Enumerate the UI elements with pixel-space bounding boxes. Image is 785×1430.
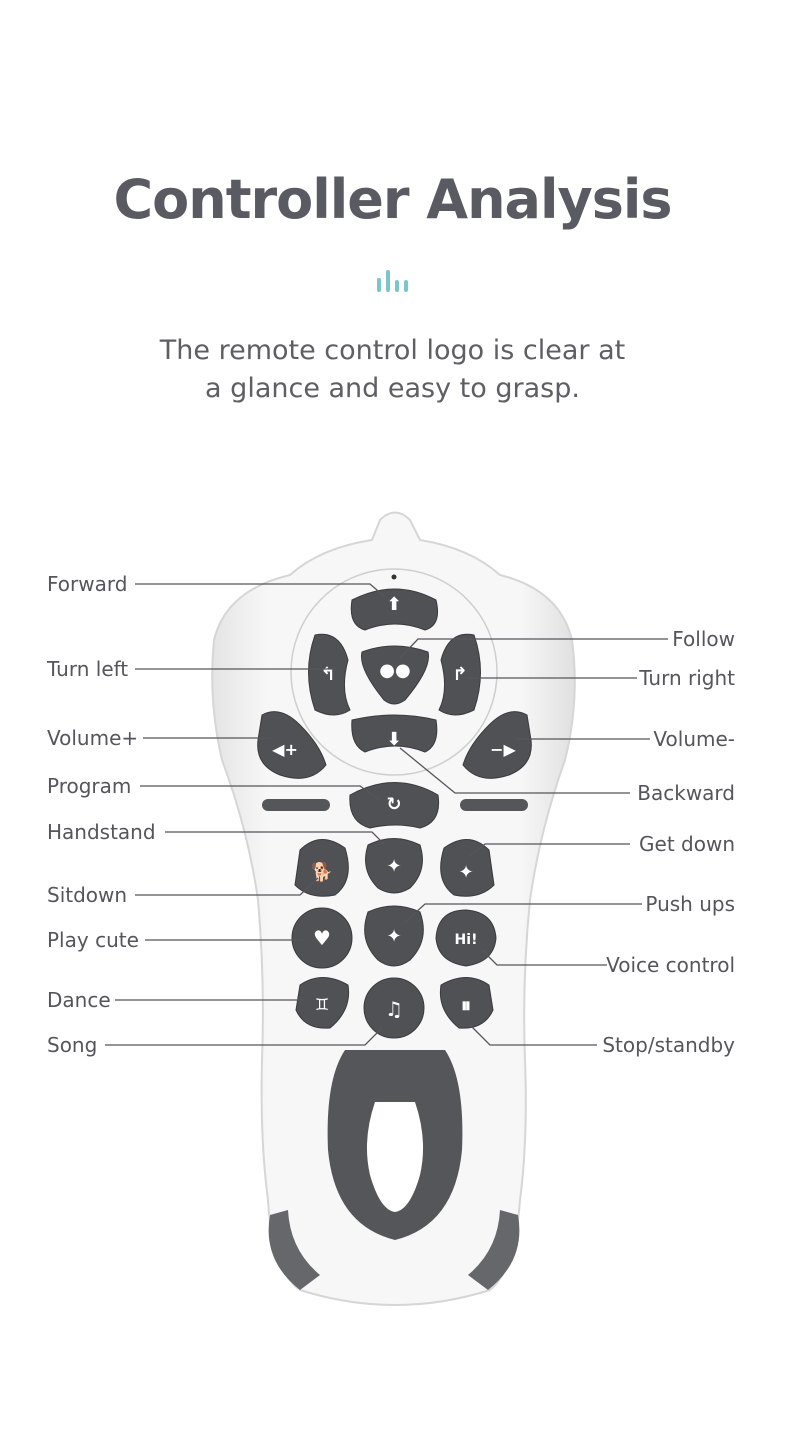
subtitle-line-2: a glance and easy to grasp.	[205, 373, 580, 404]
handstand-icon: ✦	[386, 856, 401, 877]
forward-button[interactable]	[350, 588, 439, 631]
dance-button[interactable]	[295, 977, 350, 1029]
label-song: Song	[47, 1033, 98, 1057]
label-get-down: Get down	[639, 832, 735, 856]
page-title: Controller Analysis	[113, 168, 673, 231]
turn-left-icon: ↰	[320, 664, 335, 685]
play-cute-button[interactable]	[291, 907, 353, 969]
heart-icon: ♥	[313, 926, 331, 950]
sitdown-icon: 🐕	[311, 861, 333, 883]
label-volume-up: Volume+	[47, 726, 139, 750]
right-slot	[460, 799, 528, 811]
backward-button[interactable]	[351, 714, 438, 753]
label-turn-right: Turn right	[639, 666, 735, 690]
label-backward: Backward	[637, 781, 735, 805]
voice-icon: Hi!	[455, 932, 478, 948]
leader-lines	[105, 583, 668, 1046]
left-slot	[262, 799, 330, 811]
label-push-ups: Push ups	[645, 892, 735, 916]
voice-control-button[interactable]	[435, 909, 497, 967]
get-down-button[interactable]	[440, 839, 495, 897]
arrow-down-icon: ⬇	[386, 729, 401, 750]
label-voice-control: Voice control	[606, 953, 735, 977]
label-handstand: Handstand	[47, 820, 156, 844]
label-stop-standby: Stop/standby	[602, 1033, 735, 1057]
label-follow: Follow	[672, 627, 735, 651]
follow-icon: ●●	[379, 660, 410, 681]
label-play-cute: Play cute	[47, 928, 139, 952]
label-turn-left: Turn left	[47, 657, 129, 681]
push-ups-icon: ✦	[386, 926, 401, 947]
volume-up-icon: ◀+	[272, 740, 298, 759]
volume-down-icon: −▶	[490, 740, 516, 759]
handstand-button[interactable]	[365, 838, 423, 894]
label-forward: Forward	[47, 572, 128, 596]
get-down-icon: ✦	[458, 862, 473, 883]
arrow-up-icon: ⬆	[386, 594, 401, 615]
program-icon: ↻	[386, 794, 401, 815]
turn-right-icon: ↱	[452, 664, 467, 685]
volume-down-button[interactable]	[462, 711, 532, 779]
turn-right-button[interactable]	[438, 633, 481, 716]
turn-left-button[interactable]	[308, 633, 351, 716]
stop-standby-button[interactable]	[439, 977, 494, 1029]
subtitle-line-1: The remote control logo is clear at	[159, 335, 626, 366]
sitdown-button[interactable]	[294, 839, 349, 897]
sound-bars-icon	[377, 268, 411, 292]
subtitle: The remote control logo is clear at a gl…	[0, 332, 785, 408]
label-volume-down: Volume-	[653, 727, 735, 751]
label-program: Program	[47, 774, 132, 798]
label-dance: Dance	[47, 988, 111, 1012]
music-note-icon: ♫	[385, 997, 403, 1021]
song-button[interactable]	[363, 977, 425, 1039]
push-ups-button[interactable]	[364, 905, 424, 967]
volume-up-button[interactable]	[257, 711, 327, 779]
pause-icon: ⏸	[461, 993, 471, 1017]
dance-icon: ♊	[315, 995, 329, 1014]
follow-button[interactable]	[360, 645, 430, 705]
label-sitdown: Sitdown	[47, 883, 128, 907]
